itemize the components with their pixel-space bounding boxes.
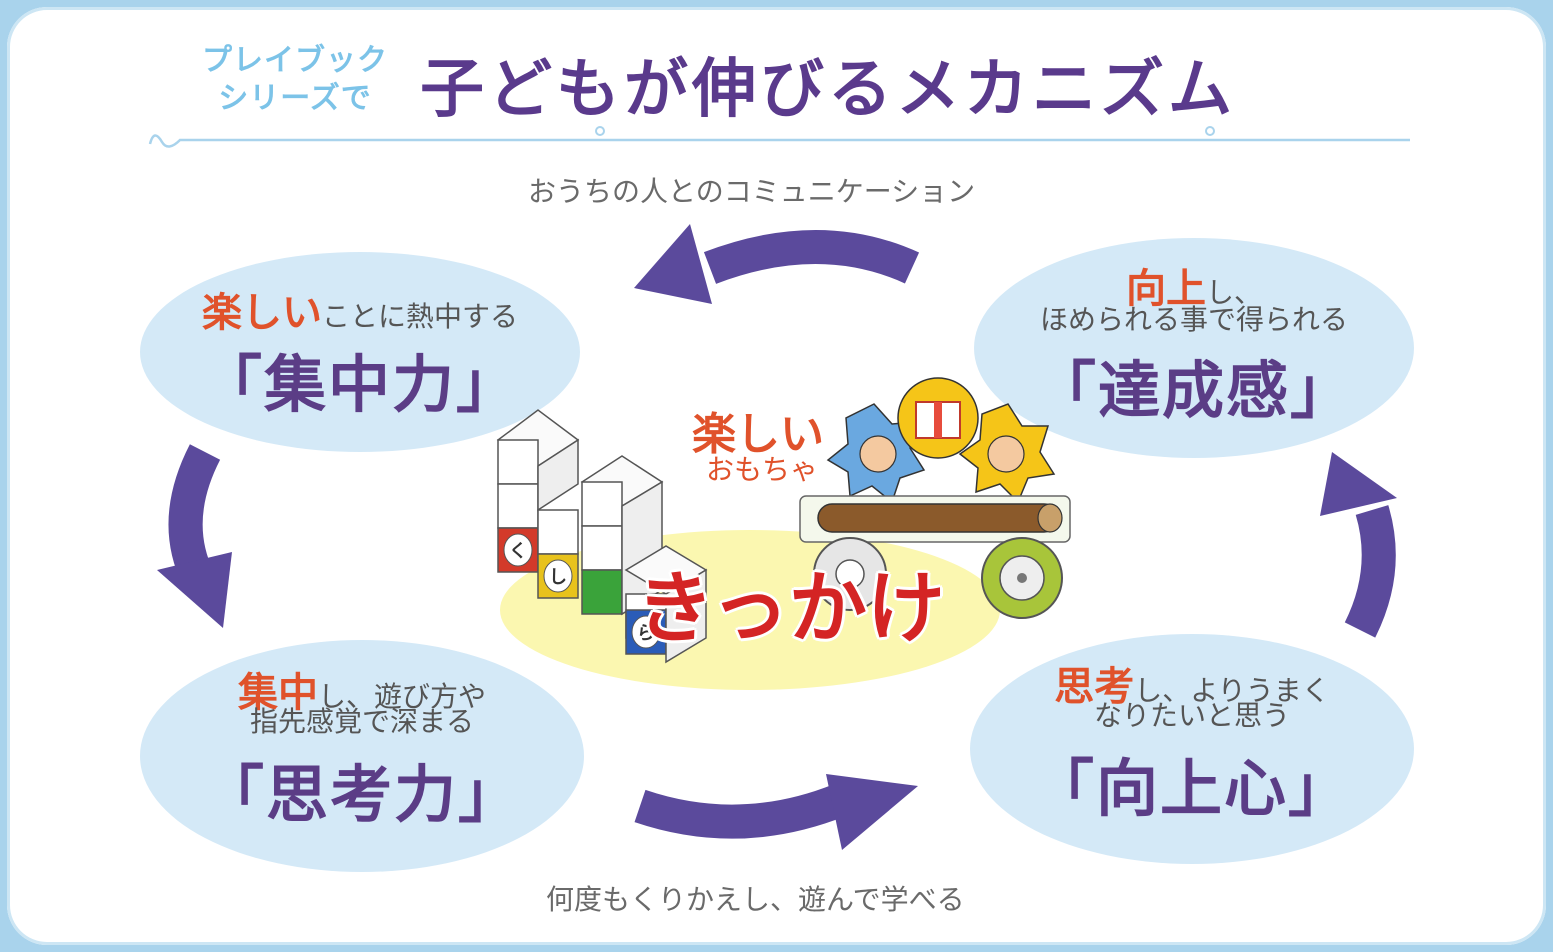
- arrow-bottom-shaft: [634, 784, 847, 839]
- highlight-fun: 楽しい: [201, 290, 322, 336]
- series-line-2: シリーズで: [218, 81, 372, 116]
- character-boy-icon: [859, 435, 897, 473]
- arrow-bottom-head: [826, 774, 918, 850]
- desc-ambition-2: なりたいと思う: [1093, 699, 1290, 732]
- desc-ambition-1: し、よりうまく: [1134, 674, 1330, 707]
- arrow-top-head: [634, 224, 712, 304]
- arrow-top-shaft: [703, 230, 920, 284]
- desc-thinking-1: し、遊び方や: [317, 680, 486, 713]
- arrow-left-head: [157, 552, 232, 628]
- desc-achievement-2: ほめられる事で得られる: [1039, 303, 1348, 336]
- caption-communication: おうちの人とのコミュニケーション: [528, 175, 976, 208]
- desc-achievement-1: し、: [1205, 276, 1262, 309]
- arrow-left-shaft: [168, 444, 221, 586]
- character-girl-icon: [987, 435, 1025, 473]
- arrow-right-head: [1320, 452, 1397, 516]
- log-piece: [817, 503, 1059, 533]
- block-letter-3: ら: [637, 623, 655, 644]
- node-concentration: 楽しいことに熱中する 「集中力」: [140, 252, 580, 452]
- node-thinking: 集中し、遊び方や 指先感覚で深まる 「思考力」: [140, 640, 584, 872]
- highlight-focus: 集中: [237, 670, 318, 716]
- desc-absorbed: ことに熱中する: [321, 300, 518, 333]
- title-ambition: 「向上心」: [1031, 752, 1352, 825]
- block-letter-1: く: [509, 541, 527, 562]
- highlight-think: 思考: [1054, 664, 1135, 710]
- block-letter-2: し: [549, 567, 567, 588]
- title-concentration: 「集中力」: [199, 348, 520, 421]
- page-title: 子どもが伸びるメカニズム: [420, 53, 1236, 127]
- desc-thinking-2: 指先感覚で深まる: [249, 705, 474, 738]
- title-achievement: 「達成感」: [1033, 354, 1354, 427]
- series-label: プレイブック シリーズで: [180, 42, 410, 118]
- caption-repeat-play: 何度もくりかえし、遊んで学べる: [546, 883, 965, 916]
- node-achievement: 向上し、 ほめられる事で得られる 「達成感」: [974, 238, 1414, 458]
- center-label-fun: 楽しい: [692, 409, 824, 460]
- series-line-1: プレイブック: [202, 43, 388, 78]
- title-underline: [148, 126, 1410, 148]
- center-label-toy: おもちゃ: [706, 453, 819, 486]
- blocks-toy-illustration: く し ら: [496, 409, 708, 664]
- title-thinking: 「思考力」: [201, 758, 522, 831]
- cart-toy-illustration: [799, 377, 1071, 619]
- highlight-improve: 向上: [1125, 266, 1206, 312]
- center-trigger-label: きっかけ: [636, 564, 945, 654]
- arrow-right-shaft: [1344, 505, 1396, 638]
- node-ambition: 思考し、よりうまく なりたいと思う 「向上心」: [970, 634, 1414, 864]
